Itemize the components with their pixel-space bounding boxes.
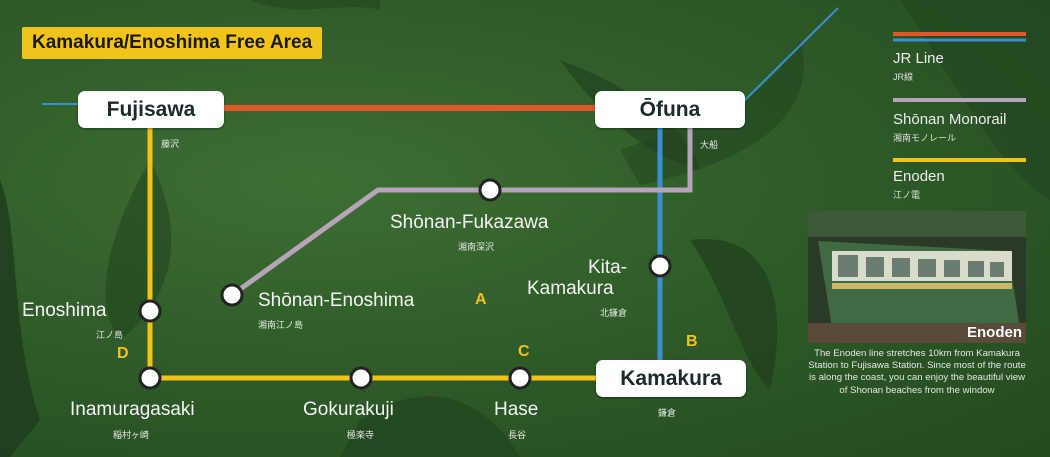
station-enoshima-kanji: 江ノ島: [96, 330, 124, 340]
enoden-photo-label: Enoden: [967, 324, 1022, 341]
station-circle-gokurakuji[interactable]: [349, 366, 373, 390]
train-illustration: [808, 211, 1026, 343]
zone-label-c: C: [518, 343, 530, 360]
station-shonan-fukazawa-kanji: 湘南深沢: [458, 242, 495, 252]
legend-jr-name: JR Line: [893, 50, 944, 67]
enoden-train-photo: Enoden: [808, 211, 1026, 343]
map-title: Kamakura/Enoshima Free Area: [22, 27, 323, 59]
station-circle-enoshima[interactable]: [138, 299, 162, 323]
station-fujisawa-name: Fujisawa: [106, 98, 196, 121]
zone-label-d: D: [117, 345, 129, 362]
zone-label-a: A: [475, 291, 487, 308]
station-fujisawa[interactable]: Fujisawa: [78, 91, 224, 128]
station-circle-hase[interactable]: [508, 366, 532, 390]
enoden-line: [147, 128, 600, 381]
station-enoshima-name: Enoshima: [22, 300, 107, 321]
zone-label-b: B: [686, 333, 698, 350]
station-circle-shonan-enoshima[interactable]: [220, 283, 244, 307]
station-gokurakuji-kanji: 極楽寺: [347, 430, 375, 440]
station-circle-shonan-fukazawa[interactable]: [478, 178, 502, 202]
station-shonan-enoshima-name: Shōnan-Enoshima: [258, 290, 415, 311]
station-circle-kita-kamakura[interactable]: [648, 254, 672, 278]
station-inamuragasaki-kanji: 稲村ヶ崎: [113, 430, 150, 440]
station-kamakura-name: Kamakura: [620, 367, 722, 390]
legend-enoden-name: Enoden: [893, 168, 945, 185]
legend-monorail-name: Shōnan Monorail: [893, 111, 1007, 128]
legend-enoden-kanji: 江ノ電: [893, 190, 921, 200]
station-hase-name: Hase: [494, 399, 539, 420]
enoden-photo-caption: The Enoden line stretches 10km from Kama…: [808, 348, 1026, 396]
station-hase-kanji: 長谷: [508, 430, 527, 440]
station-kita-kamakura-name-line1: Kita-: [588, 257, 628, 278]
station-circle-inamuragasaki[interactable]: [138, 366, 162, 390]
station-kita-kamakura-kanji: 北鎌倉: [600, 308, 628, 318]
legend-jr-kanji: JR線: [893, 72, 913, 82]
station-fujisawa-kanji: 藤沢: [161, 139, 180, 149]
station-gokurakuji-name: Gokurakuji: [303, 399, 394, 420]
station-ofuna-kanji: 大船: [700, 140, 719, 150]
station-shonan-fukazawa-name: Shōnan-Fukazawa: [390, 212, 549, 233]
station-ofuna[interactable]: Ōfuna: [595, 91, 745, 128]
station-ofuna-name: Ōfuna: [639, 98, 701, 121]
station-kita-kamakura-name-line2: Kamakura: [527, 278, 614, 299]
jr-line-ofuna-northeast: [744, 7, 839, 101]
station-inamuragasaki-name: Inamuragasaki: [70, 399, 195, 420]
legend-monorail-kanji: 湘南モノレール: [893, 133, 957, 143]
station-kamakura-kanji: 鎌倉: [658, 408, 677, 418]
station-shonan-enoshima-kanji: 湘南江ノ島: [258, 320, 304, 330]
monorail-line: [230, 128, 693, 298]
station-kamakura[interactable]: Kamakura: [596, 360, 746, 397]
